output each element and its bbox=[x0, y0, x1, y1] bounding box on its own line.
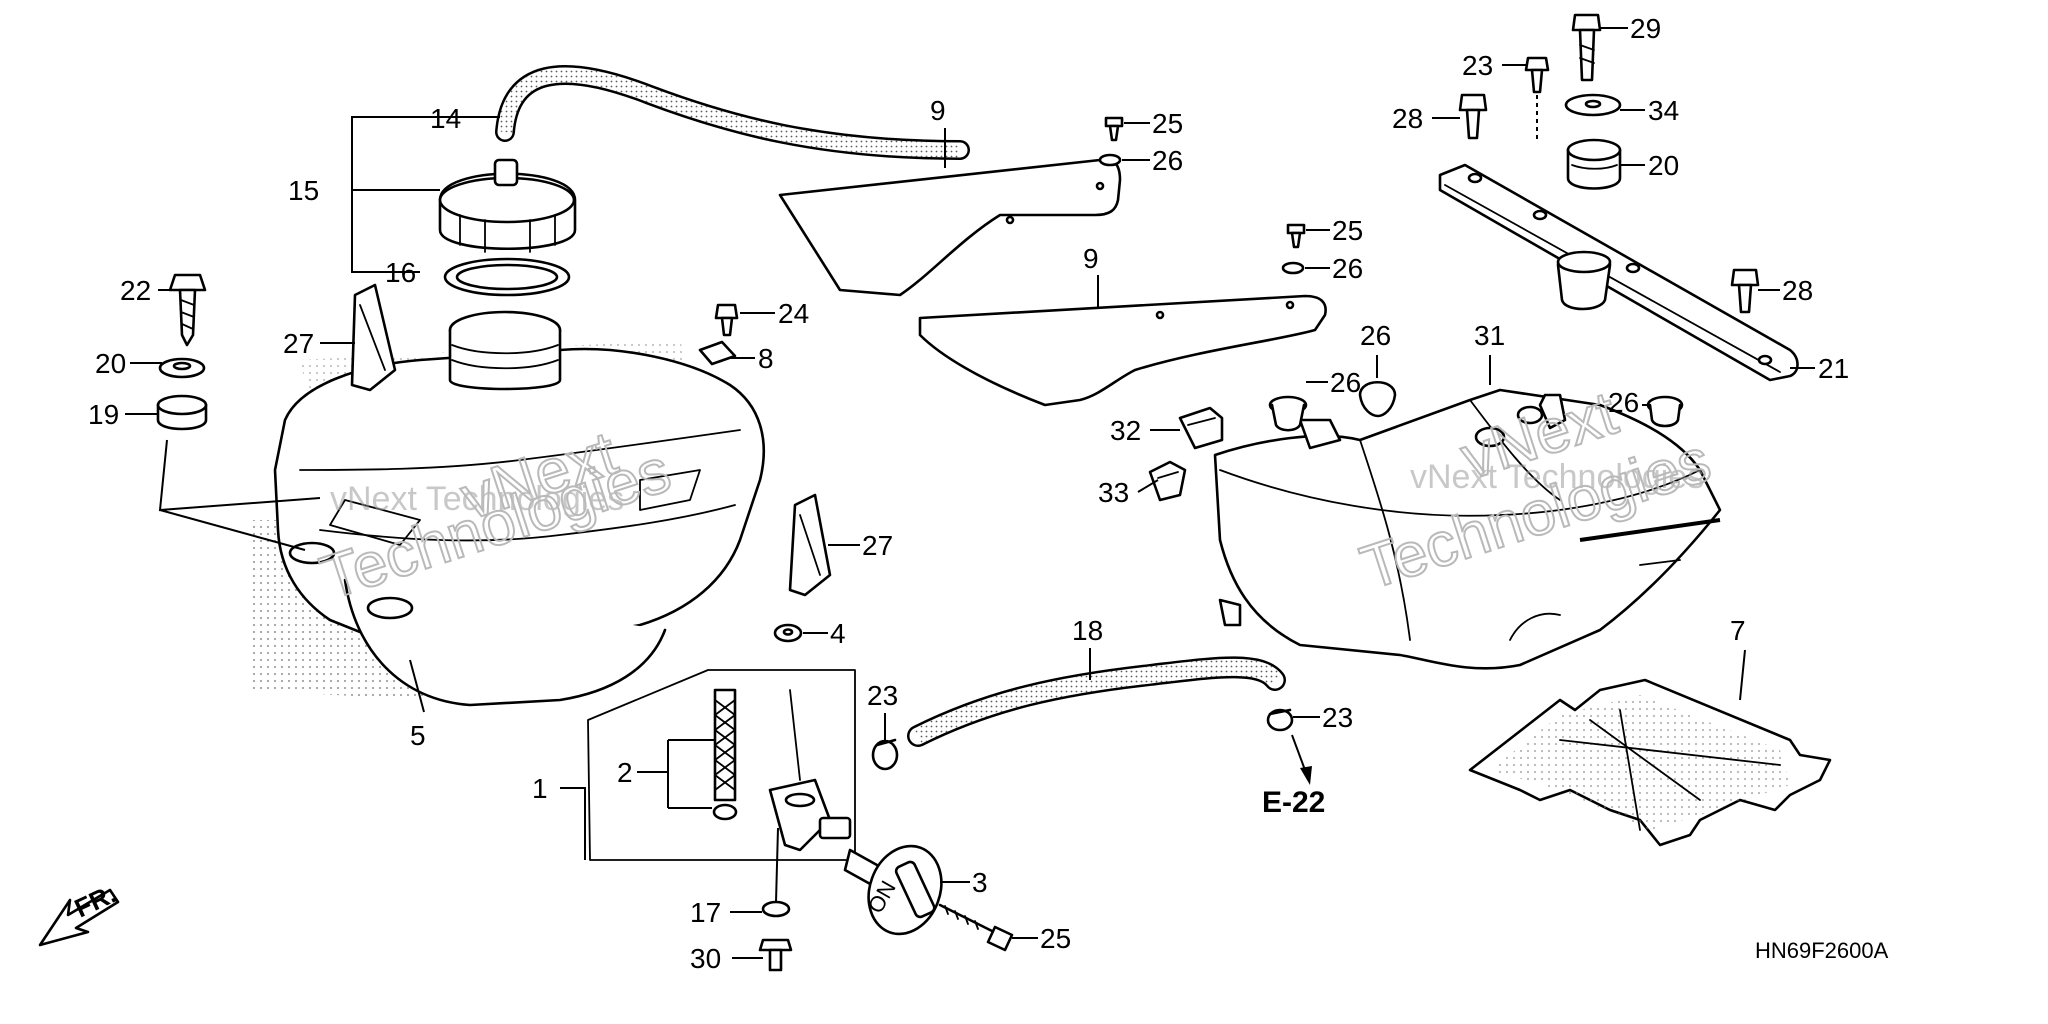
screw-24 bbox=[938, 903, 1014, 952]
callout-2: 2 bbox=[617, 757, 633, 788]
callout-13: 17 bbox=[690, 897, 721, 928]
bolt-22 bbox=[714, 303, 739, 337]
clip-32 bbox=[1178, 406, 1224, 450]
callout-30: 30 bbox=[690, 943, 721, 974]
callout-14: 18 bbox=[1072, 615, 1103, 646]
callout-23-lower: 25 bbox=[1332, 215, 1363, 246]
callouts: 14 15 16 22 20 19 27 24 8 27 4 5 1 2 3 1… bbox=[88, 13, 1849, 974]
callout-29: 29 bbox=[1630, 13, 1661, 44]
callout-24: 25 bbox=[1040, 923, 1071, 954]
callout-9-upper: 9 bbox=[930, 95, 946, 126]
callout-18: 21 bbox=[1818, 353, 1849, 384]
floor-mat-7 bbox=[1468, 678, 1832, 847]
clip-20-right bbox=[1266, 708, 1294, 732]
front-arrow bbox=[38, 888, 120, 947]
bolt-21 bbox=[1524, 56, 1550, 94]
callout-22: 24 bbox=[778, 298, 809, 329]
screw-30 bbox=[758, 938, 793, 972]
callout-32: 32 bbox=[1110, 415, 1141, 446]
grommet-8 bbox=[698, 340, 737, 366]
bolt-19 bbox=[168, 273, 207, 347]
callout-5: 5 bbox=[410, 720, 426, 751]
callout-11: 15 bbox=[288, 175, 319, 206]
callout-20-right: 23 bbox=[1322, 702, 1353, 733]
screw-23-lower bbox=[1286, 223, 1306, 249]
callout-23-upper: 25 bbox=[1152, 108, 1183, 139]
callout-15: 19 bbox=[88, 399, 119, 430]
cap-26-center bbox=[1268, 395, 1308, 432]
side-panel-9-lower bbox=[918, 294, 1327, 407]
bushing-17 bbox=[1566, 138, 1622, 190]
cap-26-upper bbox=[1358, 381, 1397, 418]
strainer-2 bbox=[712, 688, 738, 821]
valve-assembly-frame bbox=[587, 669, 856, 861]
cap-26-right bbox=[1646, 395, 1684, 428]
callout-16: 20 bbox=[95, 348, 126, 379]
callout-28-upper: 28 bbox=[1392, 103, 1423, 134]
callout-3: 3 bbox=[972, 867, 988, 898]
reference-label: E-22 bbox=[1262, 786, 1325, 819]
callout-9-lower: 9 bbox=[1083, 243, 1099, 274]
callout-26-upper: 26 bbox=[1360, 320, 1391, 351]
fuel-cap bbox=[438, 158, 577, 253]
watermark-text-left: vNext Technologies bbox=[330, 480, 624, 518]
grommet-15 bbox=[156, 394, 208, 431]
breather-hose bbox=[495, 65, 970, 160]
callout-17: 20 bbox=[1648, 150, 1679, 181]
cap-gasket bbox=[443, 257, 571, 297]
callout-27-lower: 27 bbox=[862, 530, 893, 561]
callout-8: 8 bbox=[758, 343, 774, 374]
callout-12: 16 bbox=[385, 257, 416, 288]
clip-33 bbox=[1148, 460, 1187, 502]
screw-23-upper bbox=[1104, 116, 1124, 142]
bolt-28-upper bbox=[1458, 93, 1488, 140]
fuel-hose-14 bbox=[907, 656, 1286, 747]
callout-25-upper: 26 bbox=[1152, 145, 1183, 176]
strap-27-upper bbox=[350, 283, 397, 392]
clip-20-left bbox=[871, 738, 899, 771]
callout-26-center: 26 bbox=[1330, 367, 1361, 398]
drawing-code: HN69F2600A bbox=[1755, 938, 1889, 963]
strap-27-lower bbox=[788, 493, 832, 597]
callout-4: 4 bbox=[830, 618, 846, 649]
under-tray-31 bbox=[1213, 388, 1722, 670]
reference-arrow bbox=[1291, 734, 1312, 785]
valve-lever-3: ON bbox=[843, 844, 943, 936]
watermark-text-right: vNext Technologies bbox=[1410, 458, 1704, 496]
callout-7: 7 bbox=[1730, 615, 1746, 646]
leader-lines bbox=[125, 27, 1815, 959]
clip-25-lower bbox=[1281, 261, 1305, 275]
fuel-valve bbox=[768, 689, 852, 852]
callout-20-left: 23 bbox=[867, 680, 898, 711]
washer-13 bbox=[761, 900, 791, 918]
bolt-29 bbox=[1571, 13, 1602, 82]
washer-16 bbox=[158, 357, 206, 379]
callout-10: 14 bbox=[430, 103, 461, 134]
stay-bracket-18 bbox=[1438, 163, 1799, 382]
callout-21: 23 bbox=[1462, 50, 1493, 81]
callout-26-right: 26 bbox=[1608, 387, 1639, 418]
clip-25-upper bbox=[1098, 153, 1122, 167]
fuel-tank bbox=[250, 310, 766, 707]
callout-25-lower: 26 bbox=[1332, 253, 1363, 284]
callout-1: 1 bbox=[532, 773, 548, 804]
washer-34 bbox=[1564, 93, 1622, 117]
callout-28-lower: 28 bbox=[1782, 275, 1813, 306]
callout-34: 34 bbox=[1648, 95, 1679, 126]
bolt-28-lower bbox=[1730, 268, 1760, 314]
callout-27-upper: 27 bbox=[283, 328, 314, 359]
nut-4 bbox=[773, 623, 803, 643]
callout-33: 33 bbox=[1098, 477, 1129, 508]
callout-31: 31 bbox=[1474, 320, 1505, 351]
callout-19: 22 bbox=[120, 275, 151, 306]
side-panel-9-upper bbox=[778, 158, 1122, 297]
